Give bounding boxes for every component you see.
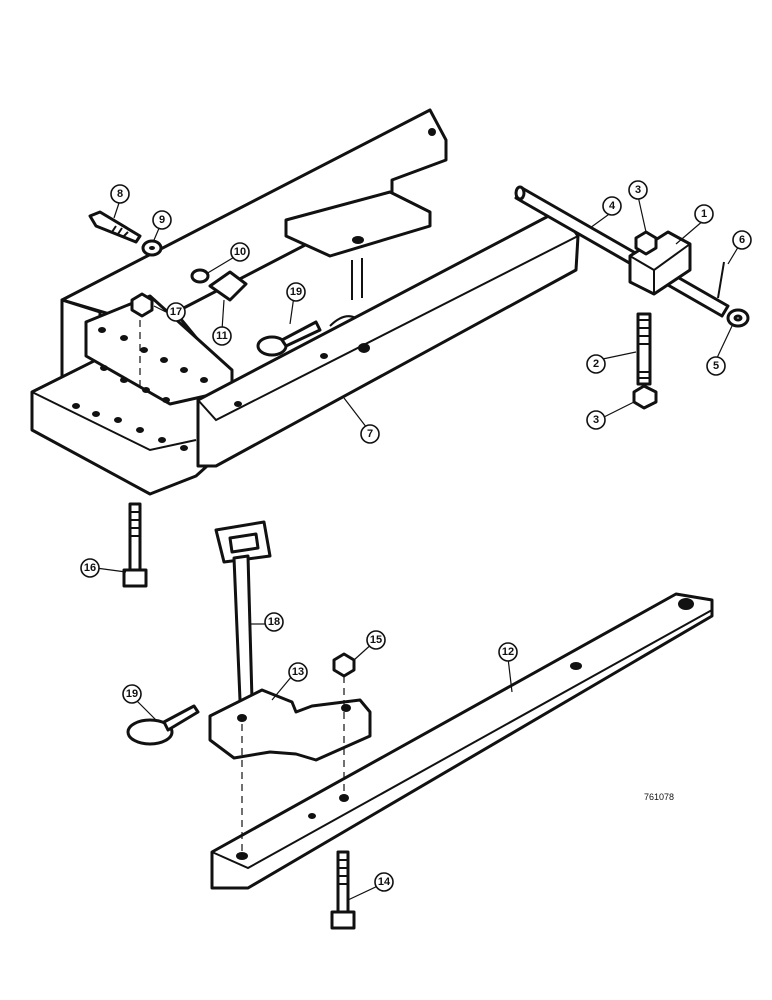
lock-pin-upper: [256, 320, 322, 357]
svg-text:11: 11: [216, 330, 228, 342]
svg-text:13: 13: [292, 666, 304, 678]
washer: [726, 308, 750, 328]
svg-text:5: 5: [713, 360, 719, 372]
plate-holes: [72, 327, 208, 451]
callout-13: 13: [288, 662, 308, 682]
svg-text:10: 10: [234, 246, 246, 258]
svg-text:15: 15: [370, 634, 382, 646]
svg-text:3: 3: [635, 184, 641, 196]
callout-8: 8: [110, 184, 130, 204]
nut-15: [332, 652, 356, 678]
washer-9: [141, 239, 163, 257]
washer-10: [190, 268, 210, 284]
svg-text:8: 8: [117, 188, 123, 200]
svg-text:3: 3: [593, 414, 599, 426]
callout-9: 9: [152, 210, 172, 230]
callout-1: 1: [694, 204, 714, 224]
hitch-pin: [214, 520, 272, 702]
sleeve-11: [208, 270, 248, 302]
callout-2: 2: [586, 354, 606, 374]
hex-nut-top: [634, 230, 658, 256]
svg-text:2: 2: [593, 358, 599, 370]
callout-19-lower: 19: [122, 684, 142, 704]
callout-3-top: 3: [628, 180, 648, 200]
svg-text:9: 9: [159, 214, 165, 226]
svg-text:16: 16: [84, 562, 96, 574]
svg-text:19: 19: [126, 688, 138, 700]
callout-11: 11: [212, 326, 232, 346]
callout-19-upper: 19: [286, 282, 306, 302]
svg-text:19: 19: [290, 286, 302, 298]
hex-nut-bottom: [632, 384, 658, 410]
bolt-16: [122, 502, 148, 588]
svg-text:1: 1: [701, 208, 707, 220]
callout-6: 6: [732, 230, 752, 250]
callout-12: 12: [498, 642, 518, 662]
bolt-14: [330, 850, 356, 930]
svg-text:17: 17: [170, 306, 182, 318]
svg-text:6: 6: [739, 234, 745, 246]
callout-14: 14: [374, 872, 394, 892]
drawbar-support-frame: [30, 108, 580, 496]
svg-text:7: 7: [367, 428, 373, 440]
callout-5: 5: [706, 356, 726, 376]
callout-7: 7: [360, 424, 380, 444]
nut-17: [130, 292, 154, 318]
callout-10: 10: [230, 242, 250, 262]
callout-16: 16: [80, 558, 100, 578]
callout-3-bottom: 3: [586, 410, 606, 430]
drawbar: [210, 592, 714, 890]
svg-text:12: 12: [502, 646, 514, 658]
bolt-8: [88, 210, 142, 244]
callout-15: 15: [366, 630, 386, 650]
hitch-clevis: [208, 688, 372, 762]
drawing-code: 761078: [644, 792, 674, 802]
svg-text:4: 4: [609, 200, 616, 212]
stud: [636, 312, 652, 386]
callout-4: 4: [602, 196, 622, 216]
callout-17: 17: [166, 302, 186, 322]
svg-text:18: 18: [268, 616, 280, 628]
callout-18: 18: [264, 612, 284, 632]
cotter-pin: [717, 261, 725, 299]
svg-text:14: 14: [378, 876, 391, 888]
lock-pin-lower: [126, 704, 200, 746]
